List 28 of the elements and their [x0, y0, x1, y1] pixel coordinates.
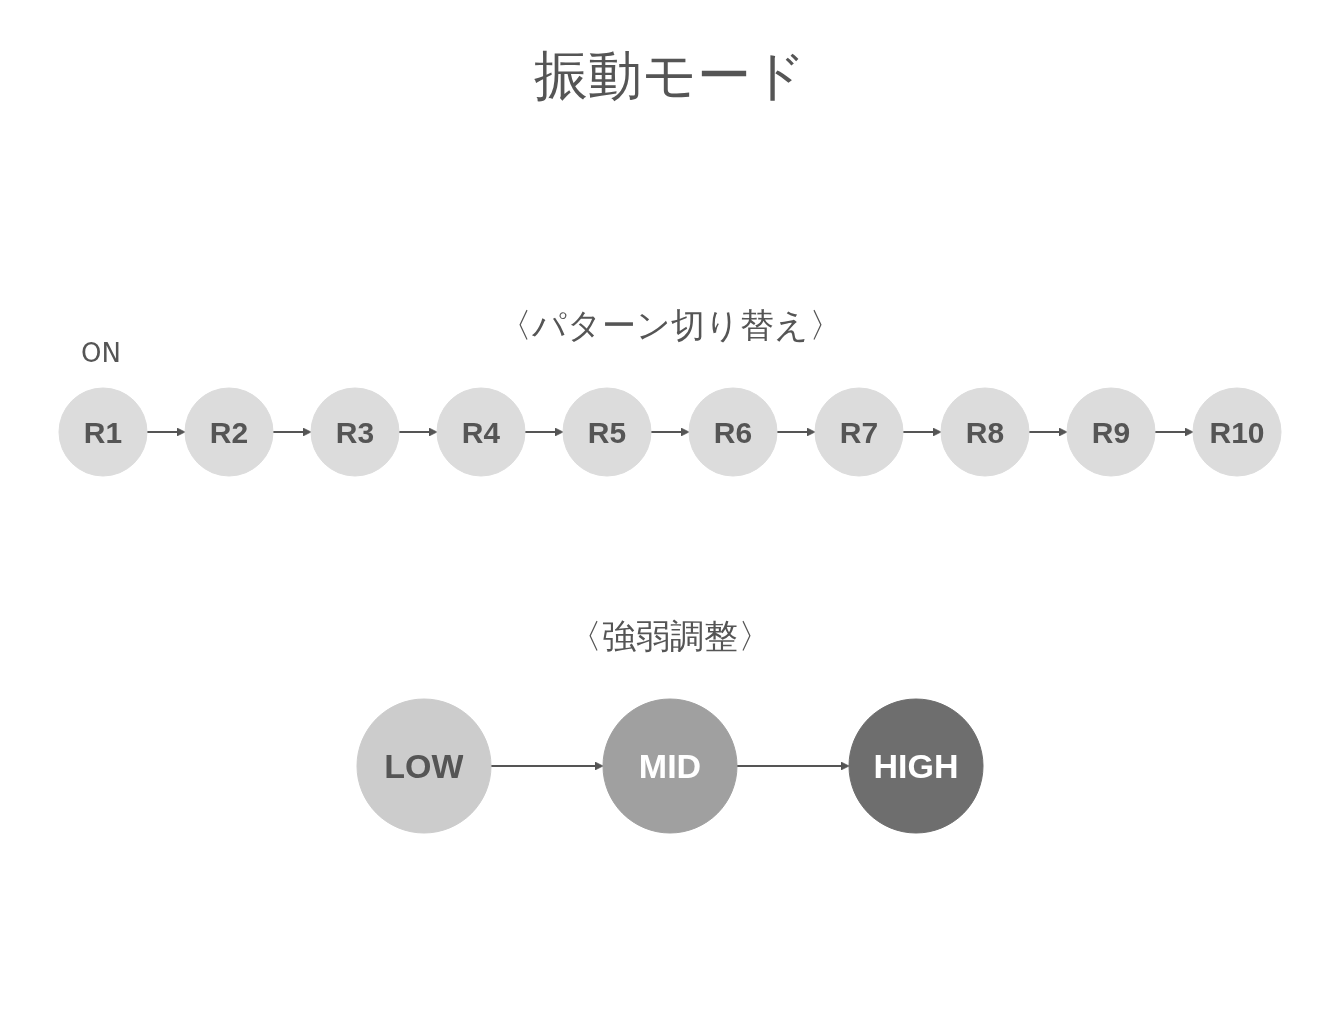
arrow	[146, 427, 186, 437]
state-label: ON	[81, 337, 121, 369]
arrow	[776, 427, 816, 437]
circle-node: R5	[562, 387, 652, 477]
circle-node: LOW	[356, 698, 492, 834]
arrow	[490, 761, 604, 771]
arrow	[1154, 427, 1194, 437]
circle-node: MID	[602, 698, 738, 834]
circle-node: R1	[58, 387, 148, 477]
arrow	[524, 427, 564, 437]
section-heading: 〈強弱調整〉	[568, 615, 772, 658]
circle-node: R7	[814, 387, 904, 477]
circle-node: R10	[1192, 387, 1282, 477]
circle-node: HIGH	[848, 698, 984, 834]
arrow	[272, 427, 312, 437]
circle-node: R8	[940, 387, 1030, 477]
arrow	[650, 427, 690, 437]
circle-node: R9	[1066, 387, 1156, 477]
diagram-title: 振動モード	[534, 43, 806, 109]
section-heading: 〈パターン切り替え〉	[497, 304, 843, 347]
arrow	[398, 427, 438, 437]
circle-node: R3	[310, 387, 400, 477]
circle-node: R2	[184, 387, 274, 477]
arrow	[736, 761, 850, 771]
arrow	[902, 427, 942, 437]
circle-node: R6	[688, 387, 778, 477]
circle-node: R4	[436, 387, 526, 477]
arrow	[1028, 427, 1068, 437]
